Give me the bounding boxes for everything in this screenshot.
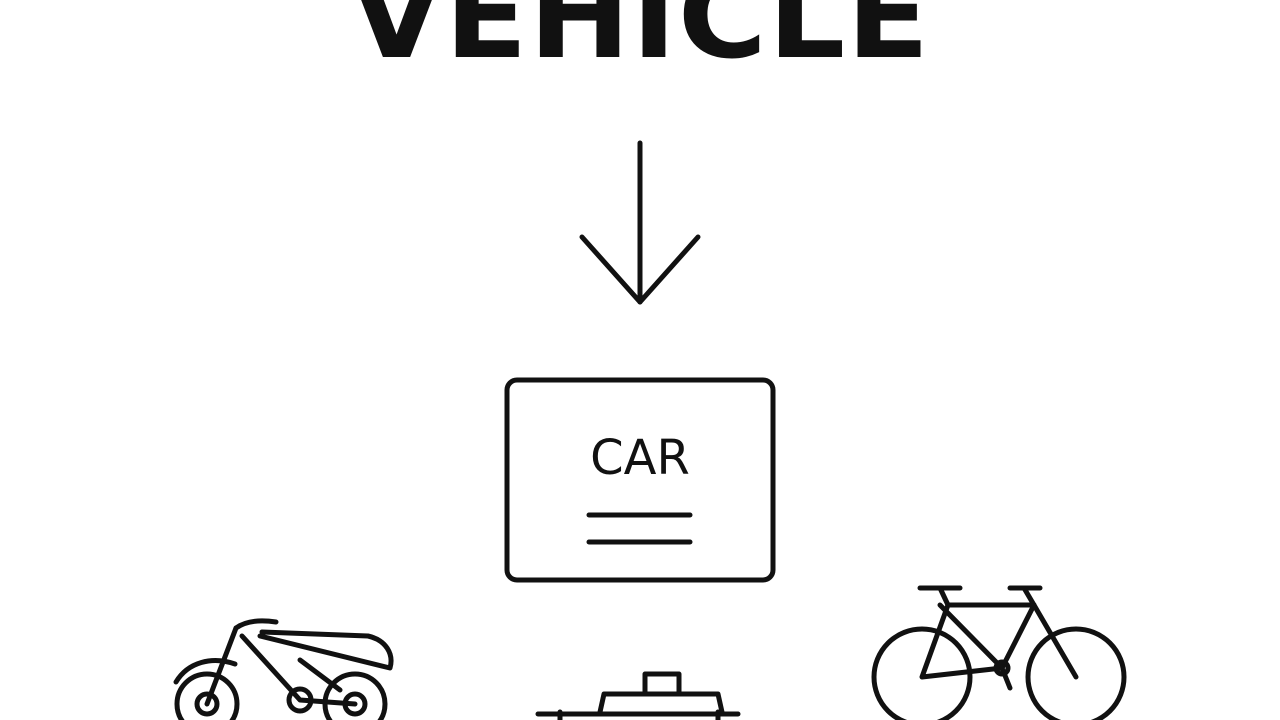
motorcycle-icon: [173, 618, 394, 720]
card-lines-icon: [586, 512, 693, 545]
car-card: [504, 377, 776, 583]
card-label: CAR: [590, 430, 690, 486]
bicycle-icon: [871, 585, 1127, 720]
arrow-down-icon: [579, 140, 701, 305]
diagram-title: VEHICLE: [349, 0, 931, 85]
boat-icon: [535, 671, 741, 720]
